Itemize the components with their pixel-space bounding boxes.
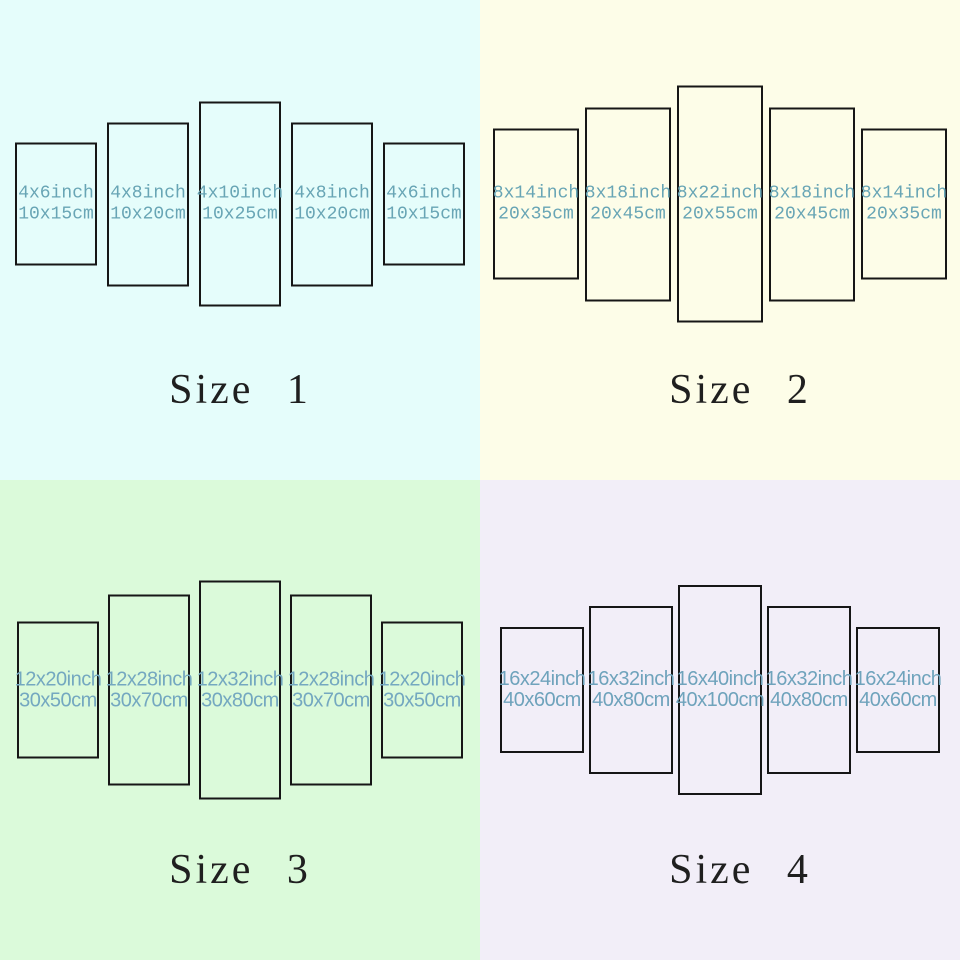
size-cm-text: 10x20cm (294, 204, 370, 224)
size-inch-text: 8x14inch (860, 183, 948, 203)
size-inch-text: 16x24inch (854, 668, 942, 690)
size-cm-text: 40x80cm (770, 689, 848, 711)
size-cm-text: 30x80cm (201, 689, 279, 711)
size-inch-text: 8x18inch (584, 183, 672, 203)
size-cm-text: 10x25cm (202, 204, 278, 224)
size-cm-text: 40x60cm (859, 689, 937, 711)
size-3-caption: Size 3 (169, 847, 311, 893)
size-cm-text: 10x20cm (110, 204, 186, 224)
size-inch-text: 8x22inch (676, 183, 764, 203)
size-1-caption: Size 1 (169, 367, 311, 413)
size-cm-text: 20x45cm (590, 204, 666, 224)
size-cm-text: 30x50cm (383, 689, 461, 711)
size-inch-text: 12x32inch (196, 668, 284, 690)
size-cm-text: 40x100cm (675, 689, 765, 711)
size-cm-text: 10x15cm (386, 204, 462, 224)
size-cm-text: 20x55cm (682, 204, 758, 224)
size-inch-text: 16x32inch (765, 668, 853, 690)
size-inch-text: 12x28inch (287, 668, 375, 690)
size-cm-text: 20x35cm (498, 204, 574, 224)
size-inch-text: 4x6inch (386, 183, 462, 203)
size-cm-text: 30x70cm (292, 689, 370, 711)
size-cm-text: 20x45cm (774, 204, 850, 224)
size-inch-text: 4x8inch (294, 183, 370, 203)
size-2-caption: Size 2 (669, 367, 811, 413)
size-inch-text: 8x18inch (768, 183, 856, 203)
size-cm-text: 40x60cm (503, 689, 581, 711)
size-cm-text: 10x15cm (18, 204, 94, 224)
size-inch-text: 16x24inch (498, 668, 586, 690)
size-4-caption: Size 4 (669, 847, 811, 893)
size-cm-text: 40x80cm (592, 689, 670, 711)
size-inch-text: 16x32inch (587, 668, 675, 690)
size-cm-text: 20x35cm (866, 204, 942, 224)
size-inch-text: 8x14inch (492, 183, 580, 203)
size-inch-text: 4x6inch (18, 183, 94, 203)
size-inch-text: 4x10inch (196, 183, 284, 203)
size-inch-text: 4x8inch (110, 183, 186, 203)
size-inch-text: 12x20inch (378, 668, 466, 690)
size-inch-text: 16x40inch (676, 668, 764, 690)
size-inch-text: 12x20inch (14, 668, 102, 690)
size-inch-text: 12x28inch (105, 668, 193, 690)
size-cm-text: 30x50cm (19, 689, 97, 711)
size-cm-text: 30x70cm (110, 689, 188, 711)
